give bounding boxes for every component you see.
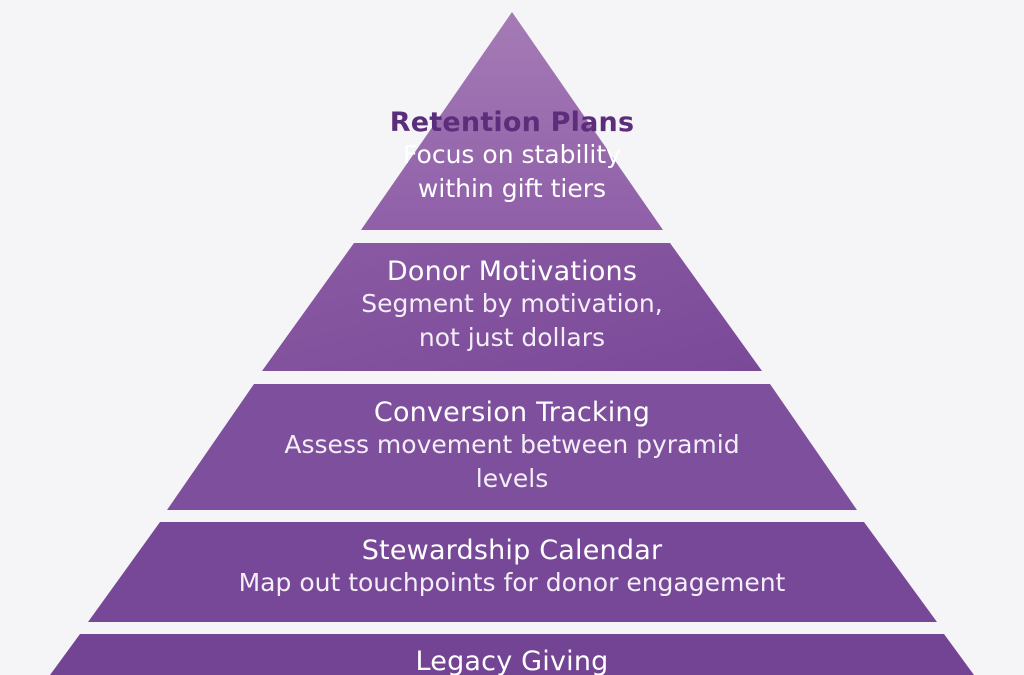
tier-3-description-line1: Assess movement between pyramid	[284, 430, 740, 459]
tier-4-label: Stewardship Calendar Map out touchpoints…	[88, 535, 936, 600]
tier-2-label: Donor Motivations Segment by motivation,…	[262, 256, 762, 355]
tier-1-title: Retention Plans	[389, 107, 635, 138]
tier-3-label: Conversion Tracking Assess movement betw…	[167, 397, 857, 496]
pyramid-tier-2	[262, 243, 762, 371]
tier-3-description-line2: levels	[475, 464, 549, 493]
tier-4-description-line1: Map out touchpoints for donor engagement	[238, 568, 786, 597]
tier-2-title: Donor Motivations	[386, 256, 638, 287]
tier-1-description-line2: within gift tiers	[417, 174, 607, 203]
pyramid-tier-5	[50, 634, 974, 675]
pyramid-tier-1	[361, 12, 663, 230]
tier-1-label: Retention Plans Focus on stability withi…	[362, 107, 662, 206]
tier-2-description-line2: not just dollars	[418, 323, 606, 352]
pyramid-tier-3	[167, 384, 857, 510]
tier-5-label: Legacy Giving	[50, 646, 974, 675]
tier-3-title: Conversion Tracking	[373, 397, 651, 428]
tier-4-title: Stewardship Calendar	[361, 535, 663, 566]
tier-1-description-line1: Focus on stability	[403, 140, 621, 169]
pyramid-tier-4	[88, 522, 937, 622]
tier-2-description-line1: Segment by motivation,	[361, 289, 663, 318]
tier-5-title: Legacy Giving	[415, 646, 609, 675]
